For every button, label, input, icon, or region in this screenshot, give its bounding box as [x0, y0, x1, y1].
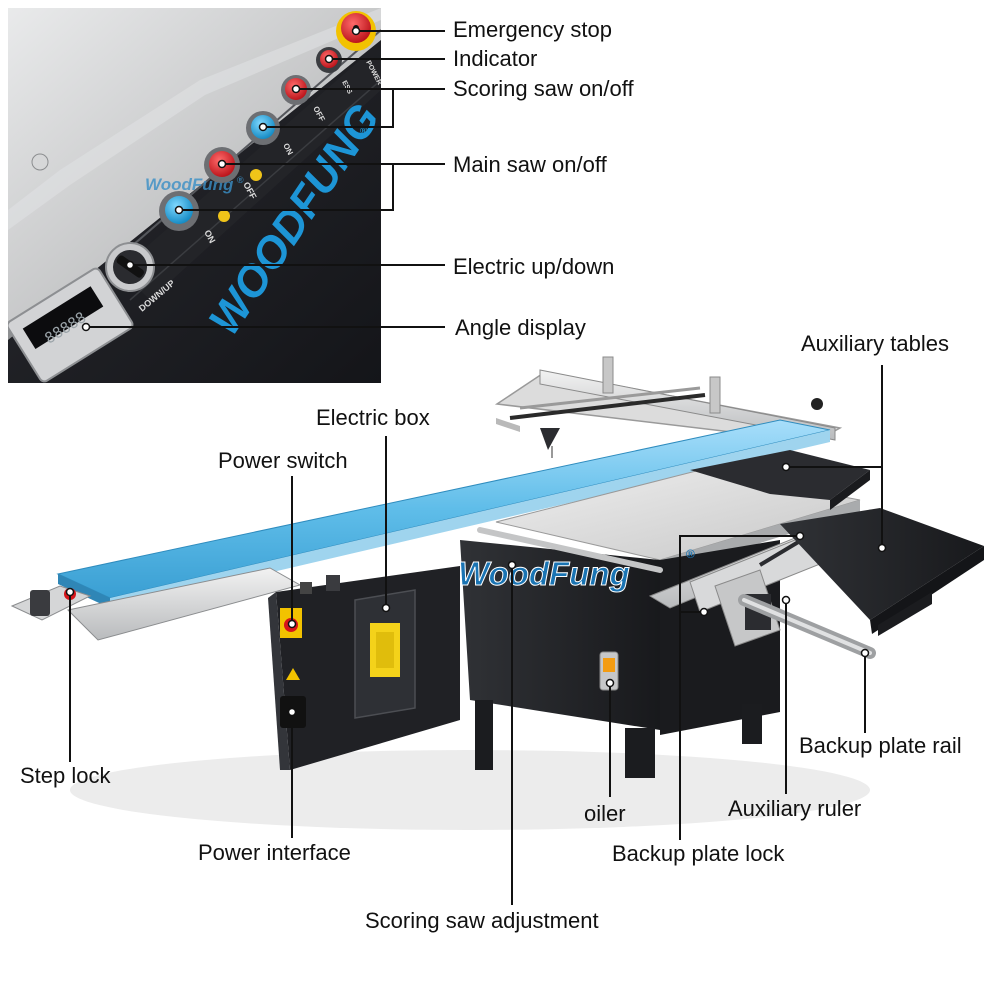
- leader-lines: [69, 30, 883, 905]
- label-auxiliary-tables: Auxiliary tables: [801, 331, 949, 356]
- panel-cover-registered: ®: [237, 175, 244, 185]
- dot-main-saw-on: [174, 205, 184, 215]
- callout-dots: [65, 26, 887, 717]
- dot-aux-table-rear: [781, 462, 791, 472]
- label-scoring-saw-adjustment: Scoring saw adjustment: [365, 908, 599, 933]
- dot-indicator: [324, 54, 334, 64]
- control-panel-inset: WoodFung ® POWER ESS OFF ON: [8, 8, 381, 383]
- leader-scoring-saw-on: [263, 89, 394, 128]
- label-scoring-saw-on-off: Scoring saw on/off: [453, 76, 634, 101]
- dot-step-lock: [65, 587, 75, 597]
- label-main-saw-on-off: Main saw on/off: [453, 152, 608, 177]
- dot-scoring-saw-adjustment: [507, 560, 517, 570]
- sliding-table-saw: WoodFung ®: [10, 356, 984, 830]
- label-auxiliary-ruler: Auxiliary ruler: [728, 796, 861, 821]
- machine-brand: WoodFung: [458, 555, 630, 592]
- label-indicator: Indicator: [453, 46, 537, 71]
- leader-aux-table-rear: [786, 365, 883, 468]
- panel-brand-registered: ®: [360, 126, 368, 137]
- label-power-switch: Power switch: [218, 448, 348, 473]
- dot-power-interface: [287, 707, 297, 717]
- saw-blade-icon: [218, 210, 230, 222]
- label-power-interface: Power interface: [198, 840, 351, 865]
- dot-electric-box: [381, 603, 391, 613]
- dot-electric-up-down: [125, 260, 135, 270]
- dot-oiler: [605, 678, 615, 688]
- label-backup-plate-lock: Backup plate lock: [612, 841, 785, 866]
- sliding-table: [56, 419, 831, 641]
- dot-scoring-saw-on: [258, 122, 268, 132]
- label-emergency-stop: Emergency stop: [453, 17, 612, 42]
- dot-power-switch: [287, 619, 297, 629]
- dot-backup-plate-lock: [795, 531, 805, 541]
- label-electric-up-down: Electric up/down: [453, 254, 614, 279]
- leader-main-saw-on: [179, 164, 394, 211]
- scoring-saw-rail: [477, 527, 663, 573]
- electric-box-cabinet: [268, 566, 460, 770]
- leader-backup-plate-lock: [679, 535, 800, 840]
- label-electric-box: Electric box: [316, 405, 430, 430]
- warning-triangle-icon: [286, 668, 300, 680]
- auxiliary-table-rear: [690, 450, 870, 510]
- auxiliary-table-front: [780, 508, 984, 636]
- crosscut-frame: [494, 356, 843, 458]
- dot-auxiliary-ruler: [781, 595, 791, 605]
- dot-emergency-stop: [351, 26, 361, 36]
- label-angle-display: Angle display: [455, 315, 586, 340]
- dot-backup-plate-rail: [860, 648, 870, 658]
- angle-display-unit: 88888: [8, 267, 134, 383]
- dot-angle-display: [81, 322, 91, 332]
- label-step-lock: Step lock: [20, 763, 111, 788]
- saw-blade-icon: [250, 169, 262, 181]
- label-oiler: oiler: [584, 801, 626, 826]
- dot-main-saw-off: [217, 159, 227, 169]
- label-backup-plate-rail: Backup plate rail: [799, 733, 962, 758]
- machine-brand-registered: ®: [686, 547, 695, 561]
- dot-backup-plate-lock-2: [699, 607, 709, 617]
- dot-aux-table-front: [877, 543, 887, 553]
- dot-scoring-saw-off: [291, 84, 301, 94]
